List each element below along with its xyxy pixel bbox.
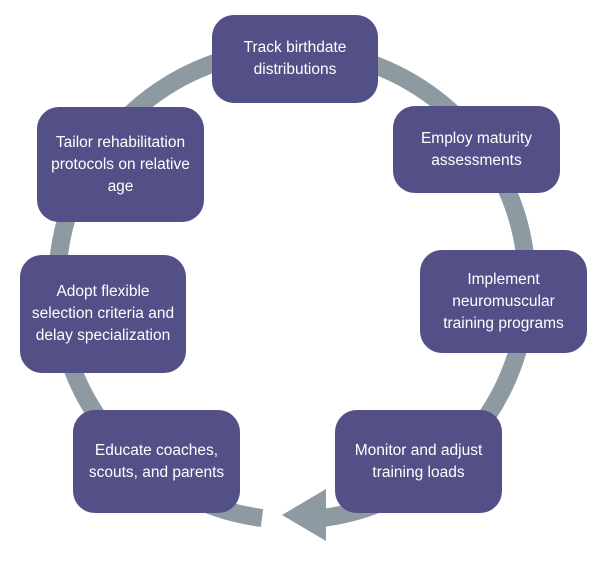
step-neuromuscular-training: Implement neuromuscular training program… bbox=[420, 250, 587, 353]
step-flexible-selection: Adopt flexible selection criteria and de… bbox=[20, 255, 186, 373]
step-monitor-loads: Monitor and adjust training loads bbox=[335, 410, 502, 513]
step-tailor-rehab: Tailor rehabilitation protocols on relat… bbox=[37, 107, 204, 222]
step-maturity-assessments: Employ maturity assessments bbox=[393, 106, 560, 193]
step-track-birthdate: Track birthdate distributions bbox=[212, 15, 378, 103]
arrowhead-icon bbox=[282, 489, 326, 541]
step-educate: Educate coaches, scouts, and parents bbox=[73, 410, 240, 513]
